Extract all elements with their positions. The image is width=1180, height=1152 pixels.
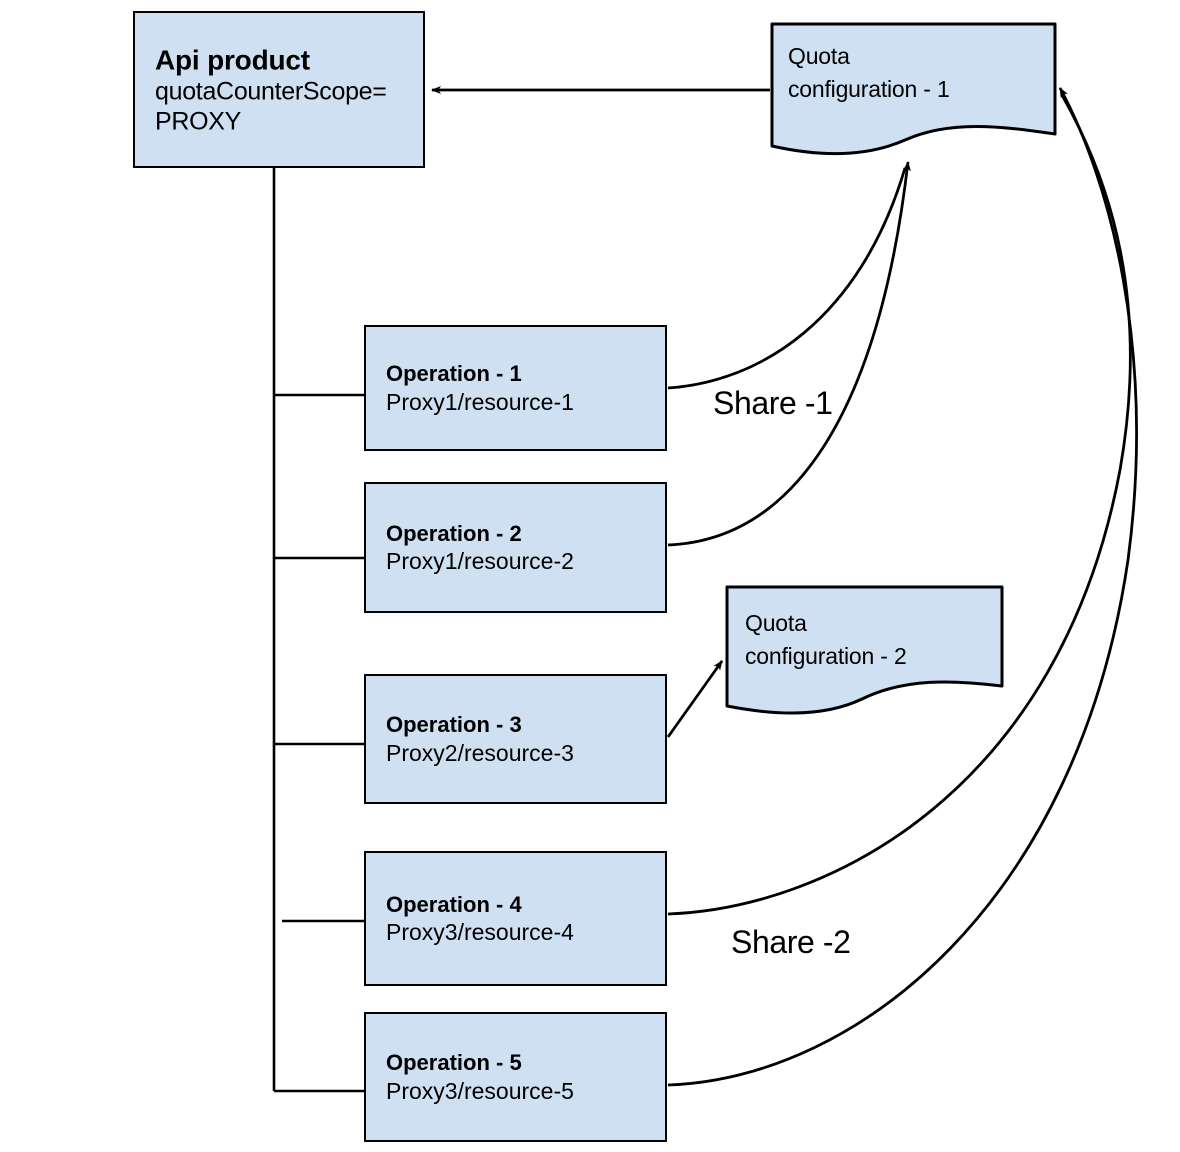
node-operation-3[interactable]: Operation - 3 Proxy2/resource-3 <box>364 674 667 804</box>
node-operation-4[interactable]: Operation - 4 Proxy3/resource-4 <box>364 851 667 986</box>
edge-operation-3-to-quota-2 <box>666 660 724 738</box>
edge-operation-2-to-quota-1 <box>667 161 911 547</box>
quota-config-1-shape <box>770 22 1057 155</box>
operation-1-path: Proxy1/resource-1 <box>386 388 574 415</box>
operation-2-title: Operation - 2 <box>386 520 522 546</box>
quota-config-2-line-1: Quota <box>745 610 807 636</box>
operation-4-text-block: Operation - 4 Proxy3/resource-4 <box>386 890 653 946</box>
operation-4-title: Operation - 4 <box>386 891 522 917</box>
operation-5-text-block: Operation - 5 Proxy3/resource-5 <box>386 1049 653 1105</box>
operation-5-path: Proxy3/resource-5 <box>386 1077 574 1104</box>
quota-config-2-shape <box>725 585 1004 715</box>
node-operation-2[interactable]: Operation - 2 Proxy1/resource-2 <box>364 482 667 613</box>
operation-1-text-block: Operation - 1 Proxy1/resource-1 <box>386 360 653 416</box>
operation-4-path: Proxy3/resource-4 <box>386 918 574 945</box>
edge-operation-4-to-quota-1 <box>667 94 1132 916</box>
operation-3-title: Operation - 3 <box>386 711 522 737</box>
operation-1-title: Operation - 1 <box>386 360 522 386</box>
operation-5-title: Operation - 5 <box>386 1049 522 1075</box>
api-product-attr-line-2: PROXY <box>155 107 242 136</box>
quota-config-2-line-2: configuration - 2 <box>745 642 907 669</box>
operation-2-text-block: Operation - 2 Proxy1/resource-2 <box>386 519 653 575</box>
edge-operation-1-to-quota-1 <box>667 167 907 390</box>
quota-config-1-text-block[interactable]: Quota configuration - 1 <box>788 40 1048 105</box>
operation-3-text-block: Operation - 3 Proxy2/resource-3 <box>386 711 653 767</box>
edge-label-share-1: Share -1 <box>713 385 833 421</box>
edge-operation-5-to-quota-1 <box>667 87 1138 1087</box>
quota-config-2-text-block[interactable]: Quota configuration - 2 <box>745 607 995 672</box>
node-operation-5[interactable]: Operation - 5 Proxy3/resource-5 <box>364 1012 667 1142</box>
quota-config-1-line-1: Quota <box>788 43 850 69</box>
edge-label-share-2: Share -2 <box>731 924 851 960</box>
node-api-product[interactable]: Api product quotaCounterScope= PROXY <box>133 11 425 168</box>
api-product-attr-line-1: quotaCounterScope= <box>155 77 387 106</box>
quota-config-1-line-2: configuration - 1 <box>788 75 950 102</box>
node-operation-1[interactable]: Operation - 1 Proxy1/resource-1 <box>364 325 667 451</box>
operation-2-path: Proxy1/resource-2 <box>386 547 574 574</box>
api-product-title: Api product <box>155 43 310 75</box>
operation-3-path: Proxy2/resource-3 <box>386 739 574 766</box>
api-product-text-block: Api product quotaCounterScope= PROXY <box>155 43 411 136</box>
